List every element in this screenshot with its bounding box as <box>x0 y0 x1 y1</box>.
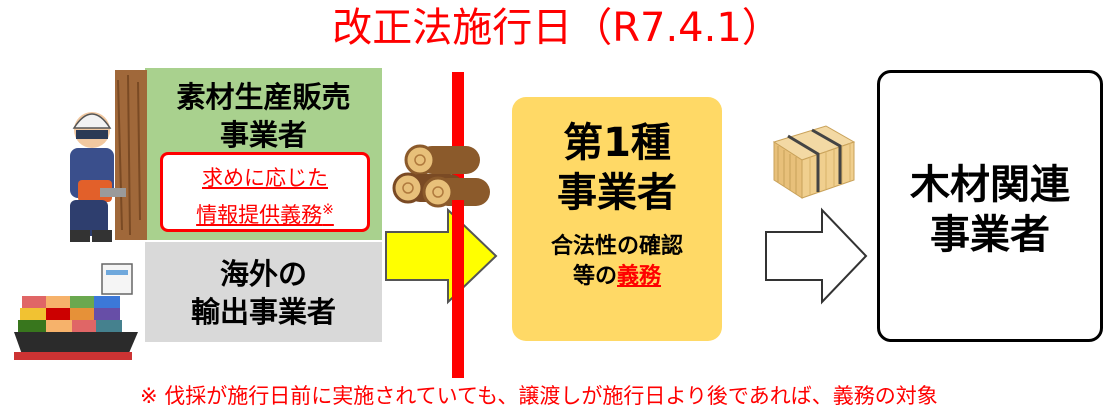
first-type-box <box>512 97 722 341</box>
related-business-label: 木材関連 事業者 <box>877 160 1103 260</box>
info-duty-line1: 求めに応じた <box>202 166 328 190</box>
lumber-bundle-icon <box>772 125 856 199</box>
effective-date-title: 改正法施行日（R7.4.1） <box>332 5 782 51</box>
arrow-right-icon <box>385 207 498 305</box>
related-business-box <box>877 70 1103 342</box>
deadline-line-overlay <box>452 200 464 310</box>
first-type-label-line1: 第1種 <box>563 120 671 166</box>
info-duty-frame <box>160 152 370 232</box>
legality-duty-line1: 合法性の確認 <box>550 234 683 259</box>
first-type-label-line2: 事業者 <box>557 170 677 216</box>
producer-label: 素材生産販売 事業者 <box>145 78 382 154</box>
lumberjack-icon <box>70 70 147 242</box>
related-business-line1: 木材関連 <box>910 162 1070 208</box>
info-duty-text: 情報提供義務 <box>196 203 323 227</box>
legality-duty-word: 義務 <box>617 264 662 289</box>
legality-duty-prefix: 等の <box>572 264 617 289</box>
first-type-label: 第1種 事業者 <box>512 118 722 218</box>
logs-icon <box>392 144 490 208</box>
cargo-ship-icon <box>14 263 138 360</box>
arrow-right-outline-icon <box>765 207 868 305</box>
legality-duty-label: 合法性の確認 等の義務 <box>512 232 722 292</box>
footnote: ※ 伐採が施行日前に実施されていても、譲渡しが施行日より後であれば、義務の対象 <box>140 384 938 408</box>
legality-duty-line2: 等の義務 <box>512 262 722 292</box>
info-duty-mark: ※ <box>322 202 334 218</box>
exporter-label-line1: 海外の <box>219 257 307 291</box>
exporter-label-line2: 輸出事業者 <box>190 295 336 329</box>
info-duty-line2: 情報提供義務※ <box>160 196 370 229</box>
exporter-box <box>145 242 382 342</box>
related-business-line2: 事業者 <box>930 212 1050 258</box>
producer-label-line1: 素材生産販売 <box>176 80 351 114</box>
producer-label-line2: 事業者 <box>219 118 307 152</box>
exporter-label: 海外の 輸出事業者 <box>145 255 382 331</box>
